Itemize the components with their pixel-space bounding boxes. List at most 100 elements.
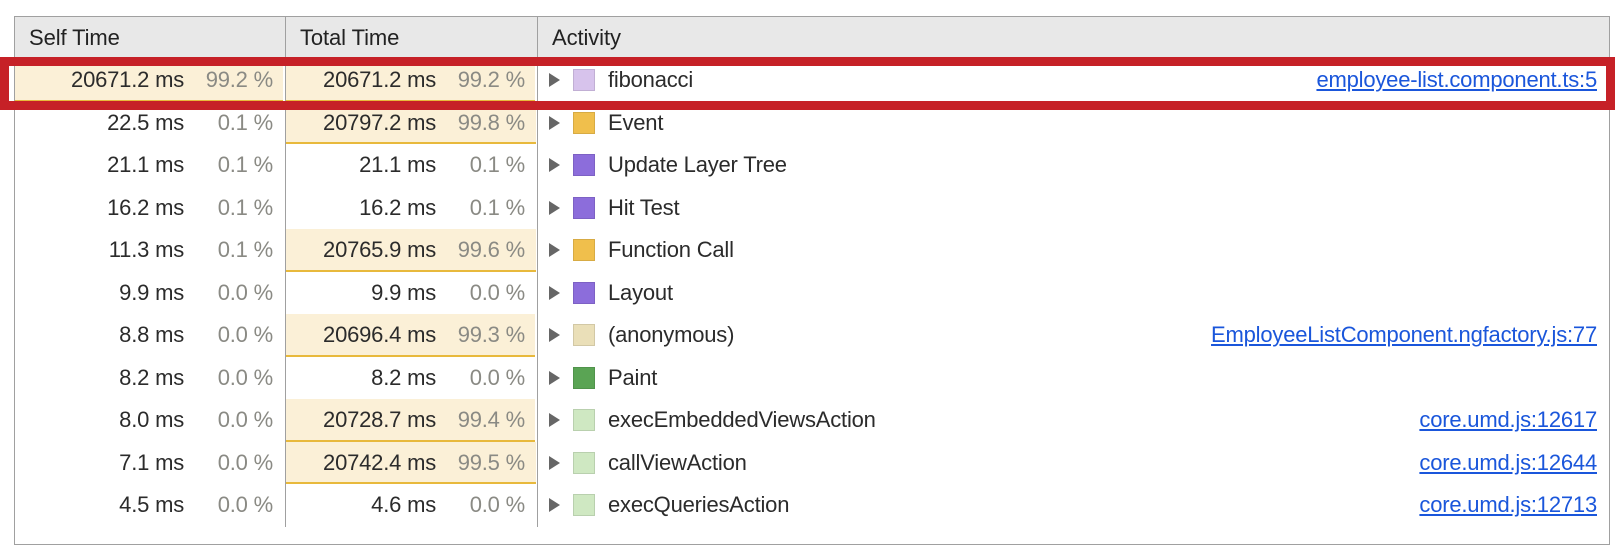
total-time-value-group: 4.6 ms 0.0 % — [371, 492, 537, 518]
self-time-value-group: 8.2 ms 0.0 % — [119, 365, 285, 391]
expand-triangle-icon[interactable] — [549, 455, 560, 470]
activity-label: Update Layer Tree — [608, 152, 787, 178]
total-time-ms: 20728.7 ms — [323, 407, 436, 433]
total-time-percent: 0.1 % — [469, 194, 525, 220]
category-swatch-painting-pale — [573, 409, 595, 432]
self-time-ms: 8.8 ms — [119, 322, 184, 348]
activity-label: Event — [608, 109, 664, 135]
table-header-row: Self Time Total Time Activity — [15, 17, 1609, 59]
total-time-ms: 20797.2 ms — [323, 109, 436, 135]
cell-activity: Function Call — [538, 229, 1609, 272]
cell-total-time: 20742.4 ms 99.5 % — [286, 441, 538, 484]
category-swatch-rendering — [573, 196, 595, 219]
cell-activity: Event — [538, 101, 1609, 144]
cell-activity: callViewAction core.umd.js:12644 — [538, 441, 1609, 484]
self-time-percent: 0.0 % — [217, 364, 273, 390]
category-swatch-scripting — [573, 111, 595, 134]
expand-triangle-icon[interactable] — [549, 73, 560, 88]
total-time-ms: 20671.2 ms — [323, 67, 436, 93]
total-time-value-group: 20797.2 ms 99.8 % — [323, 110, 537, 136]
cell-activity: Update Layer Tree — [538, 144, 1609, 187]
cell-self-time: 8.2 ms 0.0 % — [15, 356, 286, 399]
self-time-percent: 0.1 % — [217, 109, 273, 135]
expand-triangle-icon[interactable] — [549, 413, 560, 428]
expand-triangle-icon[interactable] — [549, 243, 560, 258]
expand-triangle-icon[interactable] — [549, 200, 560, 215]
column-header-self-time[interactable]: Self Time — [15, 17, 286, 58]
expand-triangle-icon[interactable] — [549, 328, 560, 343]
category-swatch-scripting-light — [573, 69, 595, 92]
cell-activity: (anonymous)EmployeeListComponent.ngfacto… — [538, 314, 1609, 357]
activity-label: Hit Test — [608, 194, 680, 220]
activity-label: callViewAction — [608, 449, 747, 475]
expand-triangle-icon[interactable] — [549, 115, 560, 130]
expand-triangle-icon[interactable] — [549, 370, 560, 385]
total-time-ms: 9.9 ms — [371, 279, 436, 305]
source-location-link[interactable]: core.umd.js:12713 — [1419, 492, 1597, 518]
cell-activity: Paint — [538, 356, 1609, 399]
self-time-percent: 99.2 % — [205, 67, 273, 93]
cell-total-time: 20797.2 ms 99.8 % — [286, 101, 538, 144]
source-location-link[interactable]: core.umd.js:12644 — [1419, 449, 1597, 475]
source-location-link[interactable]: EmployeeListComponent.ngfactory.js:77 — [1211, 322, 1597, 348]
source-location-link[interactable]: core.umd.js:12617 — [1419, 407, 1597, 433]
self-time-percent: 0.0 % — [217, 449, 273, 475]
profiler-table: Self Time Total Time Activity 20671.2 ms… — [14, 16, 1610, 545]
total-time-value-group: 9.9 ms 0.0 % — [371, 280, 537, 306]
expand-triangle-icon[interactable] — [549, 285, 560, 300]
column-header-total-time-label: Total Time — [300, 24, 400, 50]
category-swatch-scripting-pale — [573, 324, 595, 347]
cell-activity: Hit Test — [538, 186, 1609, 229]
total-time-ms: 20742.4 ms — [323, 449, 436, 475]
category-swatch-rendering — [573, 154, 595, 177]
self-time-ms: 16.2 ms — [107, 194, 184, 220]
expand-triangle-icon[interactable] — [549, 498, 560, 513]
total-time-ms: 4.6 ms — [371, 492, 436, 518]
total-time-ms: 20696.4 ms — [323, 322, 436, 348]
total-time-percent: 99.8 % — [457, 109, 525, 135]
total-time-percent: 0.0 % — [469, 492, 525, 518]
total-time-percent: 99.3 % — [457, 322, 525, 348]
total-time-percent: 0.0 % — [469, 279, 525, 305]
total-time-ms: 21.1 ms — [359, 152, 436, 178]
column-header-activity[interactable]: Activity — [538, 17, 1609, 58]
total-time-percent: 99.5 % — [457, 449, 525, 475]
column-header-self-time-label: Self Time — [29, 24, 120, 50]
column-header-activity-label: Activity — [552, 24, 621, 50]
category-swatch-scripting — [573, 239, 595, 262]
column-header-total-time[interactable]: Total Time — [286, 17, 538, 58]
expand-triangle-icon[interactable] — [549, 158, 560, 173]
self-time-ms: 8.2 ms — [119, 364, 184, 390]
source-location-link[interactable]: employee-list.component.ts:5 — [1316, 67, 1597, 93]
total-time-percent: 99.6 % — [457, 237, 525, 263]
category-swatch-painting-pale — [573, 451, 595, 474]
